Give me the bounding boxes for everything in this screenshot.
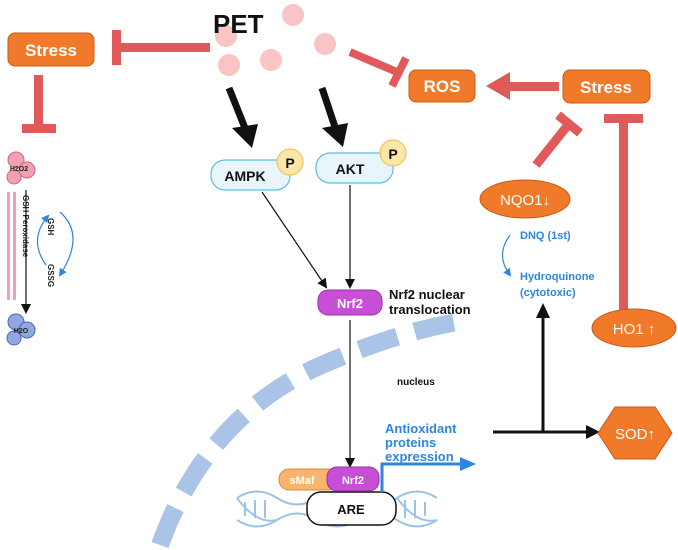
nqo1-node	[479, 179, 571, 219]
h2o2-label: H2O2	[10, 166, 28, 173]
inhibit-pet-to-stress	[112, 30, 210, 65]
sod-node	[597, 406, 673, 460]
inhibit-nqo1-to-stress	[532, 111, 583, 168]
arrow-ampk-to-nrf2	[261, 191, 328, 289]
gssg-label: GSSG	[46, 264, 55, 287]
ampk-label: AMPK	[224, 168, 265, 184]
inhibit-stress-to-h2o2	[22, 75, 56, 133]
h2o-molecule: H2O	[6, 313, 36, 346]
stress-right-box	[562, 69, 651, 104]
antioxidant-label-1: Antioxidant	[385, 421, 457, 436]
stress-left-label: Stress	[25, 41, 77, 60]
nucleus-membrane	[151, 311, 472, 549]
nucleus-label: nucleus	[397, 377, 435, 388]
pet-title: PET	[213, 9, 264, 39]
stress-right-label: Stress	[580, 78, 632, 97]
inhibit-pet-to-ros	[348, 48, 410, 88]
akt-box	[315, 152, 394, 184]
antioxidant-label-2: proteins	[385, 435, 436, 450]
arrow-stress-to-ros	[486, 72, 559, 100]
ho1-node	[591, 308, 677, 348]
ros-box	[408, 69, 476, 103]
h2o-label: H2O	[14, 328, 29, 335]
are-label: ARE	[337, 502, 365, 517]
hydroquinone-label-2: (cytotoxic)	[520, 287, 576, 299]
gsh-cycle-right	[58, 211, 74, 277]
ampk-phospho-label: P	[285, 155, 294, 171]
nrf2-nucleus-label: Nrf2	[342, 475, 364, 487]
arrow-transcription	[380, 457, 476, 492]
akt-phospho-label: P	[388, 146, 397, 162]
dnq-label: DNQ (1st)	[520, 230, 571, 242]
sod-label: SOD↑	[615, 426, 655, 443]
inhibit-ho1-to-stress	[604, 114, 643, 310]
akt-label: AKT	[336, 161, 365, 177]
nqo1-label: NQO1↓	[500, 192, 550, 209]
nrf2-nucleus-box	[326, 466, 380, 492]
nrf2-cytoplasm-label: Nrf2	[337, 296, 363, 311]
akt-phospho-badge	[379, 139, 407, 167]
ros-label: ROS	[424, 77, 461, 96]
pet-particles	[215, 4, 336, 76]
nrf2-translocation-label-2: translocation	[389, 302, 471, 317]
stress-left-box	[7, 32, 95, 67]
antioxidant-label-3: expression	[385, 449, 454, 464]
arrow-pet-to-ampk	[225, 86, 258, 148]
ho1-label: HO1 ↑	[613, 321, 656, 338]
gsh-cycle-left	[36, 214, 50, 266]
hydroquinone-label-1: Hydroquinone	[520, 271, 595, 283]
arrow-dnq-to-hydroquinone	[501, 234, 512, 277]
h2o2-molecule: H2O2	[6, 151, 36, 185]
smaf-label: sMaf	[289, 475, 314, 487]
nrf2-translocation-label-1: Nrf2 nuclear	[389, 287, 465, 302]
ampk-phospho-badge	[276, 148, 304, 176]
are-box	[306, 491, 397, 526]
gsh-label: GSH	[46, 218, 55, 236]
arrow-pet-to-akt	[318, 86, 348, 147]
nrf2-cytoplasm-box	[317, 289, 383, 316]
